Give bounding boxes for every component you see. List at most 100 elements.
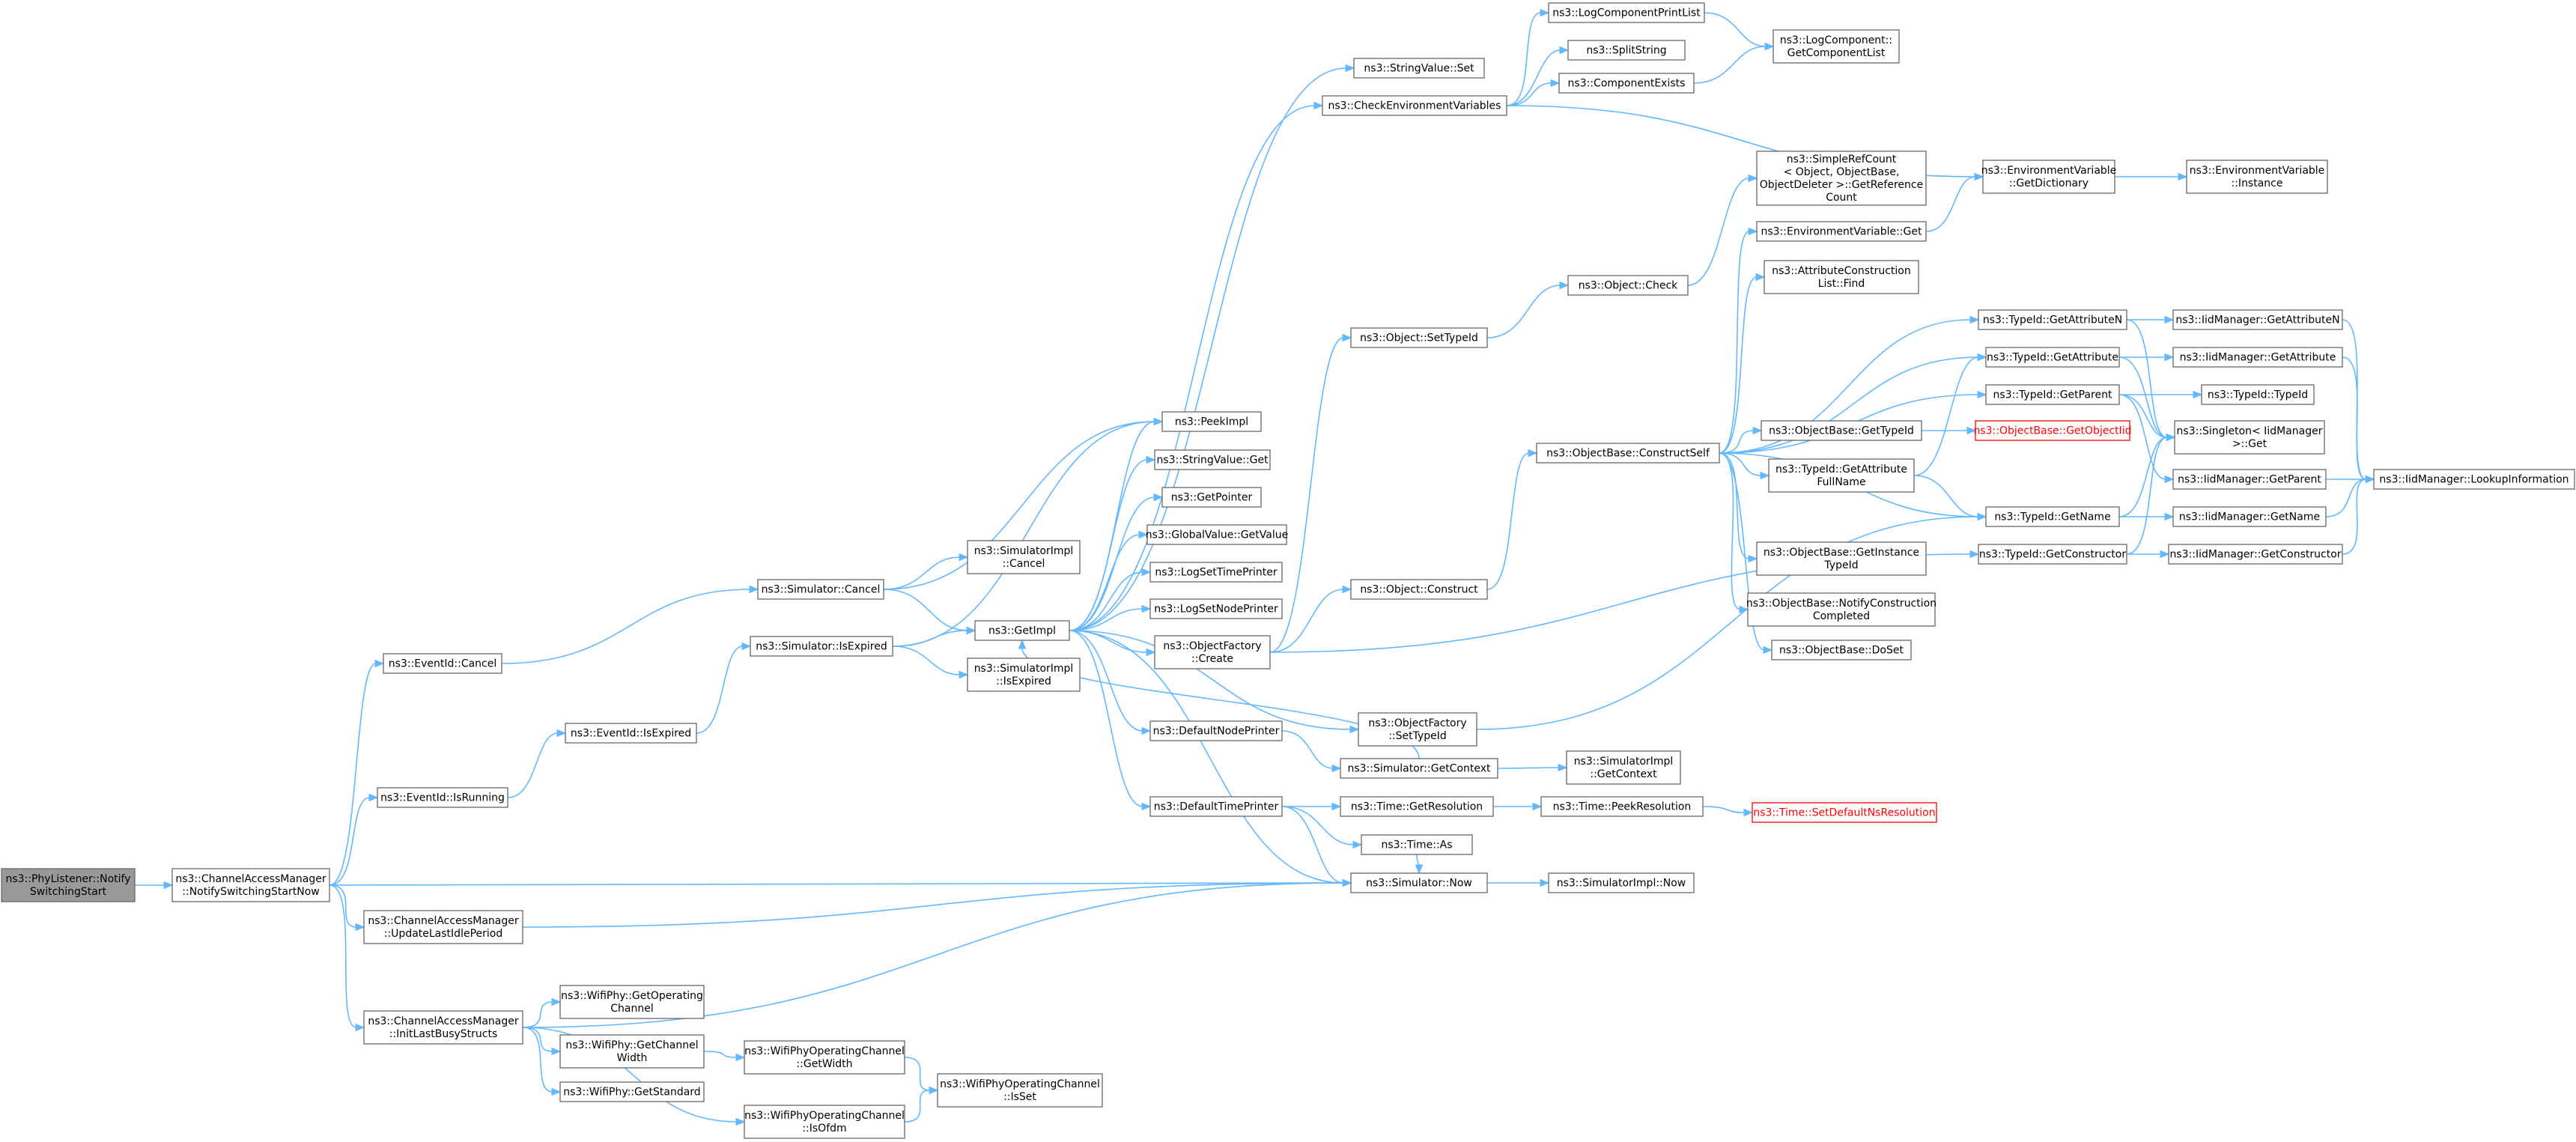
node-box[interactable] [2186,160,2328,194]
node-box[interactable] [1548,872,1695,893]
node-box[interactable] [967,657,1081,692]
node-time-as[interactable]: ns3::Time::As [1361,834,1473,855]
node-object-construct[interactable]: ns3::Object::Construct [1350,579,1488,600]
node-singleton-iid-manager-get[interactable]: ns3::Singleton< IidManager>::Get [2174,420,2325,455]
node-box[interactable] [1768,458,1915,493]
node-string-value-get[interactable]: ns3::StringValue::Get [1154,449,1271,470]
node-box[interactable] [1536,443,1720,464]
node-box[interactable] [559,1081,705,1102]
node-object-check[interactable]: ns3::Object::Check [1567,275,1689,296]
node-box[interactable] [1540,796,1704,817]
node-event-id-is-running[interactable]: ns3::EventId::IsRunning [377,787,508,808]
node-box[interactable] [1358,712,1477,747]
node-wpoc-is-ofdm[interactable]: ns3::WifiPhyOperatingChannel::IsOfdm [744,1105,905,1139]
node-box[interactable] [363,1010,523,1045]
node-split-string[interactable]: ns3::SplitString [1567,40,1686,61]
node-simulator-impl-cancel[interactable]: ns3::SimulatorImpl::Cancel [967,540,1081,574]
node-box[interactable] [1567,275,1689,296]
node-box[interactable] [1747,592,1936,627]
node-box[interactable] [565,723,697,744]
node-box[interactable] [937,1073,1103,1108]
node-box[interactable] [967,540,1081,574]
node-box[interactable] [974,620,1070,641]
node-simulator-impl-is-expired[interactable]: ns3::SimulatorImpl::IsExpired [967,657,1081,692]
node-simulator-get-context[interactable]: ns3::Simulator::GetContext [1340,758,1498,779]
node-box[interactable] [2172,469,2327,490]
node-iid-manager-get-attribute-n[interactable]: ns3::IidManager::GetAttributeN [2172,309,2343,330]
node-environment-variable-instance[interactable]: ns3::EnvironmentVariable::Instance [2186,160,2328,194]
node-box[interactable] [1985,384,2120,405]
node-time-get-resolution[interactable]: ns3::Time::GetResolution [1340,796,1494,817]
node-cam-init-last-busy-structs[interactable]: ns3::ChannelAccessManager::InitLastBusyS… [363,1010,523,1045]
node-object-base-do-set[interactable]: ns3::ObjectBase::DoSet [1771,640,1912,660]
node-box[interactable] [1771,640,1912,660]
node-box[interactable] [1161,411,1262,432]
node-type-id-get-attribute[interactable]: ns3::TypeId::GetAttribute [1985,347,2120,368]
node-log-component-get-component-list[interactable]: ns3::LogComponent::GetComponentList [1772,29,1900,64]
node-peek-impl[interactable]: ns3::PeekImpl [1161,411,1262,432]
node-box[interactable] [1340,796,1494,817]
node-simulator-is-expired[interactable]: ns3::Simulator::IsExpired [750,636,893,657]
node-box[interactable] [2172,506,2327,527]
node-box[interactable] [1756,221,1927,242]
node-box[interactable] [1761,420,1922,441]
node-box[interactable] [363,910,523,944]
node-box[interactable] [1756,541,1927,576]
node-component-exists[interactable]: ns3::ComponentExists [1558,73,1695,94]
node-box[interactable] [1548,2,1705,23]
node-box[interactable] [2168,544,2343,565]
node-box[interactable] [559,1034,705,1069]
node-box[interactable] [1978,309,2127,330]
node-box[interactable] [1149,796,1283,817]
node-type-id-get-parent[interactable]: ns3::TypeId::GetParent [1985,384,2120,405]
node-box[interactable] [1975,420,2130,441]
node-box[interactable] [1978,544,2127,565]
node-object-base-construct-self[interactable]: ns3::ObjectBase::ConstructSelf [1536,443,1720,464]
node-box[interactable] [1985,347,2120,368]
node-box[interactable] [2172,309,2343,330]
node-box[interactable] [1,868,136,902]
node-box[interactable] [383,653,502,674]
node-box[interactable] [1756,151,1927,206]
node-object-base-get-type-id[interactable]: ns3::ObjectBase::GetTypeId [1761,420,1922,441]
node-box[interactable] [2174,420,2325,455]
node-wifi-phy-get-standard[interactable]: ns3::WifiPhy::GetStandard [559,1081,705,1102]
node-iid-manager-lookup-information[interactable]: ns3::IidManager::LookupInformation [2373,469,2575,490]
node-box[interactable] [1149,598,1283,619]
node-phy-listener-notify-switching-start[interactable]: ns3::PhyListener::NotifySwitchingStart [1,868,136,902]
node-box[interactable] [1149,562,1283,583]
node-object-base-notify-construction-completed[interactable]: ns3::ObjectBase::NotifyConstructionCompl… [1746,592,1936,627]
node-environment-variable-get-dictionary[interactable]: ns3::EnvironmentVariable::GetDictionary [1981,160,2117,194]
node-check-environment-variables[interactable]: ns3::CheckEnvironmentVariables [1322,95,1507,116]
node-wpoc-get-width[interactable]: ns3::WifiPhyOperatingChannel::GetWidth [744,1040,905,1075]
node-box[interactable] [757,579,884,600]
node-iid-manager-get-name[interactable]: ns3::IidManager::GetName [2172,506,2327,527]
node-simulator-impl-get-context[interactable]: ns3::SimulatorImpl::GetContext [1566,750,1681,785]
node-string-value-set[interactable]: ns3::StringValue::Set [1353,58,1485,79]
node-box[interactable] [1361,834,1473,855]
node-object-base-get-object-iid[interactable]: ns3::ObjectBase::GetObjectIid [1973,420,2132,441]
node-type-id-type-id[interactable]: ns3::TypeId::TypeId [2201,384,2315,405]
node-iid-manager-get-attribute[interactable]: ns3::IidManager::GetAttribute [2172,347,2343,368]
node-box[interactable] [559,985,705,1019]
node-time-peek-resolution[interactable]: ns3::Time::PeekResolution [1540,796,1704,817]
node-event-id-cancel[interactable]: ns3::EventId::Cancel [383,653,502,674]
node-object-factory-set-type-id[interactable]: ns3::ObjectFactory::SetTypeId [1358,712,1477,747]
node-box[interactable] [744,1040,905,1075]
node-simulator-impl-now[interactable]: ns3::SimulatorImpl::Now [1548,872,1695,893]
node-box[interactable] [1353,58,1485,79]
node-default-time-printer[interactable]: ns3::DefaultTimePrinter [1149,796,1283,817]
node-box[interactable] [171,868,330,902]
node-box[interactable] [1566,750,1681,785]
node-default-node-printer[interactable]: ns3::DefaultNodePrinter [1149,720,1283,741]
node-environment-variable-get[interactable]: ns3::EnvironmentVariable::Get [1756,221,1927,242]
node-object-factory-create[interactable]: ns3::ObjectFactory::Create [1154,635,1271,669]
node-iid-manager-get-constructor[interactable]: ns3::IidManager::GetConstructor [2168,544,2343,565]
node-cam-notify-switching-start-now[interactable]: ns3::ChannelAccessManager::NotifySwitchi… [171,868,330,902]
node-box[interactable] [1764,260,1919,294]
node-cam-update-last-idle-period[interactable]: ns3::ChannelAccessManager::UpdateLastIdl… [363,910,523,944]
